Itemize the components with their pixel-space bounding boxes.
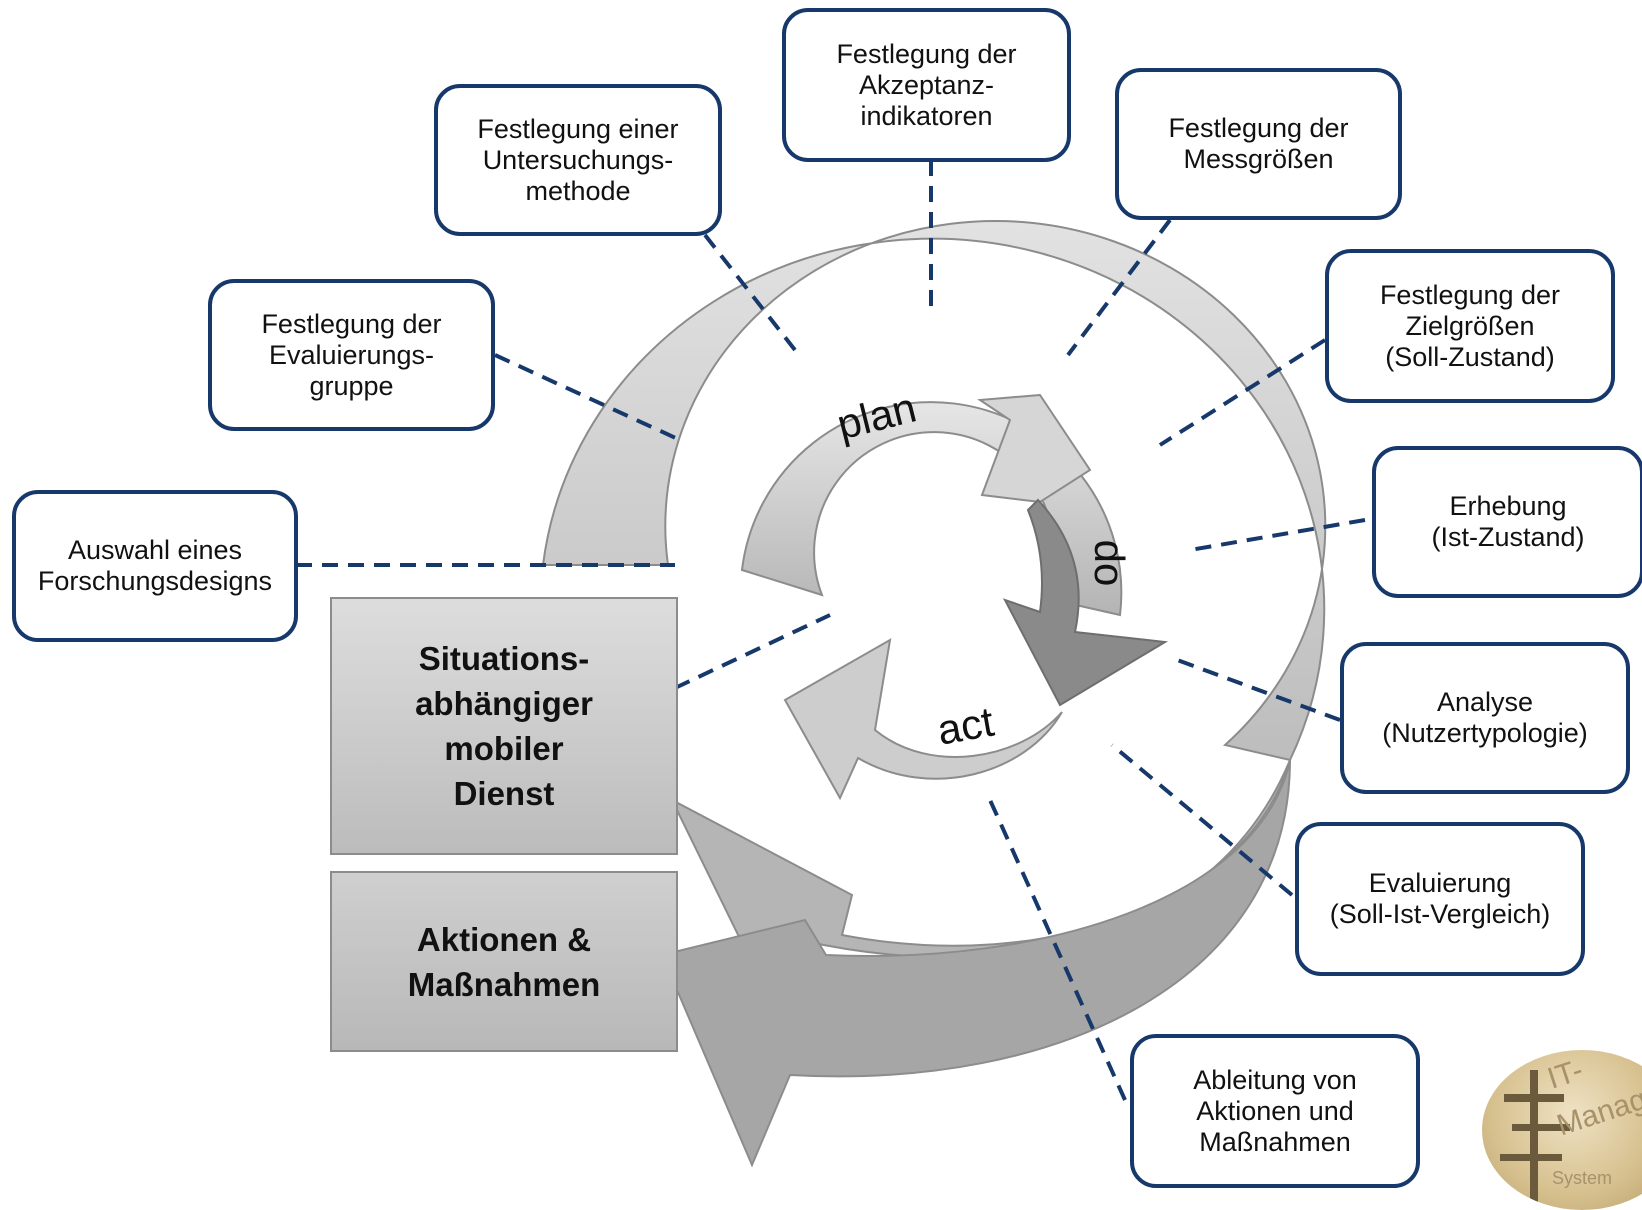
plan-arrow-head xyxy=(977,393,1092,504)
step-forschungsdesign: Auswahl eines Forschungsdesigns xyxy=(12,490,298,642)
gray-box-dienst: Situations- abhängiger mobiler Dienst xyxy=(330,597,678,855)
gray-box-aktionen: Aktionen & Maßnahmen xyxy=(330,871,678,1052)
act-label: act xyxy=(934,698,998,754)
do-segment xyxy=(1002,498,1169,707)
step-messgroessen: Festlegung der Messgrößen xyxy=(1115,68,1402,220)
do-label: do xyxy=(1086,540,1133,587)
act-arrow-lower xyxy=(660,759,1291,1168)
act-arrow-small xyxy=(783,638,1063,801)
step-erhebung: Erhebung (Ist-Zustand) xyxy=(1372,446,1642,598)
connector-erhebung xyxy=(1189,518,1366,552)
step-evaluierung: Evaluierung (Soll-Ist-Vergleich) xyxy=(1295,822,1585,976)
step-untersuchungsmethode: Festlegung einer Untersuchungs- methode xyxy=(434,84,722,236)
connector-lines xyxy=(296,160,1366,1101)
outer-ring xyxy=(541,220,1327,762)
signpost-arm-icon xyxy=(1512,1124,1570,1131)
connector-evaluierungsgruppe xyxy=(494,353,681,442)
step-akzeptanzindikatoren: Festlegung der Akzeptanz- indikatoren xyxy=(782,8,1071,162)
signpost-arm-icon xyxy=(1500,1154,1562,1161)
signpost-icon xyxy=(1530,1070,1538,1210)
connector-evaluierung xyxy=(1110,743,1294,897)
connector-ableitung xyxy=(988,799,1127,1101)
logo-text-line1: IT- xyxy=(1543,1053,1588,1096)
connector-zielgroessen xyxy=(1158,338,1327,447)
it-management-logo: IT- Manag System xyxy=(1482,1050,1642,1210)
connector-dienst xyxy=(674,613,831,690)
logo-text-line3: System xyxy=(1552,1168,1613,1188)
signpost-arm-icon xyxy=(1504,1094,1564,1102)
step-analyse: Analyse (Nutzertypologie) xyxy=(1340,642,1630,794)
step-ableitung: Ableitung von Aktionen und Maßnahmen xyxy=(1130,1034,1420,1188)
connector-analyse xyxy=(1171,656,1341,722)
step-evaluierungsgruppe: Festlegung der Evaluierungs- gruppe xyxy=(208,279,495,431)
plan-label: plan xyxy=(832,384,920,449)
connector-messgroessen xyxy=(1066,218,1172,357)
step-zielgroessen: Festlegung der Zielgrößen (Soll-Zustand) xyxy=(1325,249,1615,403)
